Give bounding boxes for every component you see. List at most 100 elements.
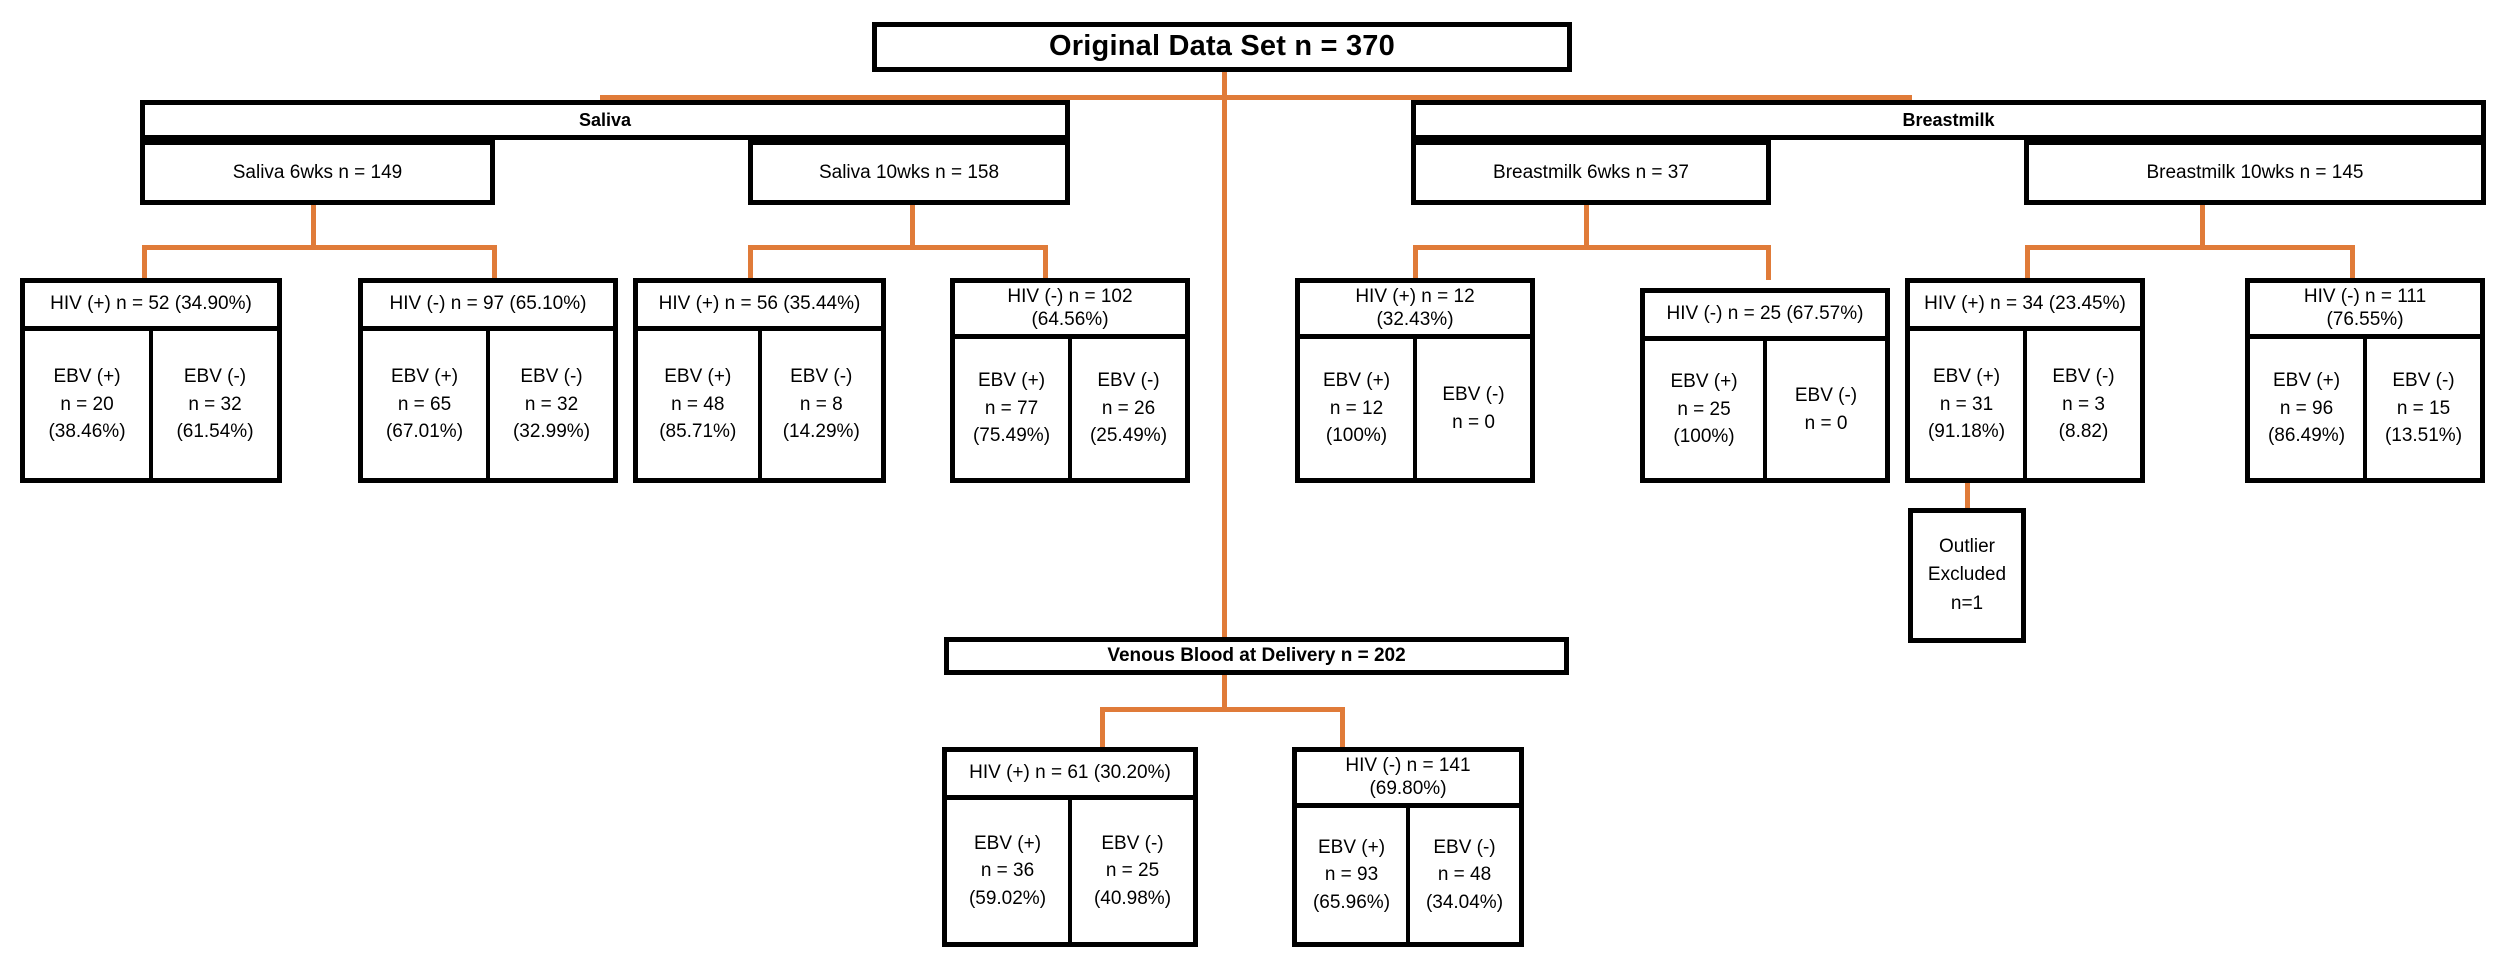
subbox-saliva-6wks-label: Saliva 6wks n = 149 xyxy=(232,161,403,183)
ebv-count: n = 26 xyxy=(1101,397,1156,419)
ebv-count: n = 36 xyxy=(980,860,1035,882)
ebv-label: EBV (-) xyxy=(520,366,583,388)
subbox-saliva-10wks-label: Saliva 10wks n = 158 xyxy=(818,161,1000,183)
connector-bm6-bar xyxy=(1413,245,1771,250)
connector-bm6-left xyxy=(1413,245,1418,280)
cluster-header: HIV (+) n = 56 (35.44%) xyxy=(638,283,881,331)
subbox-breastmilk-10wks[interactable]: Breastmilk 10wks n = 145 xyxy=(2024,140,2486,205)
ebv-count: n = 93 xyxy=(1324,864,1379,886)
cluster-venous-hiv-pos[interactable]: HIV (+) n = 61 (30.20%) EBV (+) n = 36 (… xyxy=(942,747,1198,947)
ebv-positive-cell: EBV (+) n = 77 (75.49%) xyxy=(955,339,1068,478)
ebv-negative-cell: EBV (-) n = 32 (32.99%) xyxy=(486,331,613,478)
ebv-percent: (38.46%) xyxy=(48,421,126,443)
cluster-saliva-6wks-hiv-pos[interactable]: HIV (+) n = 52 (34.90%) EBV (+) n = 20 (… xyxy=(20,278,282,483)
connector-venous-right xyxy=(1340,707,1345,747)
cluster-saliva-10wks-hiv-neg[interactable]: HIV (-) n = 102 (64.56%) EBV (+) n = 77 … xyxy=(950,278,1190,483)
ebv-percent: (65.96%) xyxy=(1312,891,1391,913)
outlier-line3: n=1 xyxy=(1950,592,1984,614)
cluster-breastmilk-10wks-hiv-pos[interactable]: HIV (+) n = 34 (23.45%) EBV (+) n = 31 (… xyxy=(1905,278,2145,483)
subbox-saliva-6wks[interactable]: Saliva 6wks n = 149 xyxy=(140,140,495,205)
connector-saliva10-stem xyxy=(910,203,915,245)
cluster-venous-hiv-neg[interactable]: HIV (-) n = 141 (69.80%) EBV (+) n = 93 … xyxy=(1292,747,1524,947)
connector-saliva6-left xyxy=(142,245,147,280)
ebv-label: EBV (+) xyxy=(53,366,121,388)
ebv-label: EBV (-) xyxy=(1433,836,1496,858)
cluster-body: EBV (+) n = 25 (100%) EBV (-) n = 0 xyxy=(1645,341,1885,478)
ebv-positive-cell: EBV (+) n = 12 (100%) xyxy=(1300,339,1413,478)
cluster-header: HIV (+) n = 12 (32.43%) xyxy=(1300,283,1530,339)
cluster-body: EBV (+) n = 96 (86.49%) EBV (-) n = 15 (… xyxy=(2250,339,2480,478)
ebv-percent: (32.99%) xyxy=(512,421,591,443)
ebv-positive-cell: EBV (+) n = 25 (100%) xyxy=(1645,341,1763,478)
subbox-saliva-10wks[interactable]: Saliva 10wks n = 158 xyxy=(748,140,1070,205)
ebv-label: EBV (-) xyxy=(790,366,853,388)
cluster-breastmilk-6wks-hiv-pos[interactable]: HIV (+) n = 12 (32.43%) EBV (+) n = 12 (… xyxy=(1295,278,1535,483)
ebv-count: n = 77 xyxy=(984,397,1039,419)
ebv-percent: (59.02%) xyxy=(968,887,1047,909)
ebv-label: EBV (+) xyxy=(1932,366,2001,388)
ebv-negative-cell: EBV (-) n = 15 (13.51%) xyxy=(2363,339,2480,478)
group-saliva-title[interactable]: Saliva xyxy=(140,100,1070,140)
ebv-positive-cell: EBV (+) n = 93 (65.96%) xyxy=(1297,808,1406,942)
ebv-positive-cell: EBV (+) n = 36 (59.02%) xyxy=(947,800,1068,942)
ebv-label: EBV (+) xyxy=(664,366,732,388)
cluster-header-line2: (69.80%) xyxy=(1369,777,1447,799)
cluster-header-line2: (76.55%) xyxy=(2326,308,2404,330)
connector-venous-bar xyxy=(1100,707,1345,712)
cluster-saliva-6wks-hiv-neg[interactable]: HIV (-) n = 97 (65.10%) EBV (+) n = 65 (… xyxy=(358,278,618,483)
connector-bm10-stem xyxy=(2200,203,2205,245)
ebv-label: EBV (-) xyxy=(1101,832,1164,854)
ebv-negative-cell: EBV (-) n = 26 (25.49%) xyxy=(1068,339,1185,478)
ebv-percent: (13.51%) xyxy=(2384,425,2463,447)
venous-blood-label: Venous Blood at Delivery n = 202 xyxy=(1107,644,1406,666)
cluster-header: HIV (-) n = 97 (65.10%) xyxy=(363,283,613,331)
cluster-header-line1: HIV (+) n = 34 (23.45%) xyxy=(1924,293,2126,315)
ebv-count: n = 48 xyxy=(1437,864,1492,886)
group-breastmilk-label: Breastmilk xyxy=(1902,109,1995,130)
connector-venous-left xyxy=(1100,707,1105,747)
cluster-body: EBV (+) n = 48 (85.71%) EBV (-) n = 8 (1… xyxy=(638,331,881,478)
ebv-count: n = 20 xyxy=(60,393,114,415)
ebv-negative-cell: EBV (-) n = 0 xyxy=(1413,339,1530,478)
cluster-header-line1: HIV (-) n = 111 xyxy=(2303,285,2427,307)
group-breastmilk: Breastmilk xyxy=(1411,100,2486,140)
ebv-label: EBV (+) xyxy=(390,366,459,388)
ebv-count: n = 25 xyxy=(1105,860,1160,882)
ebv-negative-cell: EBV (-) n = 3 (8.82) xyxy=(2023,331,2140,478)
subbox-breastmilk-6wks-label: Breastmilk 6wks n = 37 xyxy=(1493,161,1689,183)
connector-saliva6-bar xyxy=(142,245,497,250)
connector-saliva6-right xyxy=(492,245,497,280)
outlier-excluded-box[interactable]: Outlier Excluded n=1 xyxy=(1908,508,2026,643)
cluster-header: HIV (+) n = 61 (30.20%) xyxy=(947,752,1193,800)
cluster-breastmilk-6wks-hiv-neg[interactable]: HIV (-) n = 25 (67.57%) EBV (+) n = 25 (… xyxy=(1640,288,1890,483)
connector-saliva10-left xyxy=(748,245,753,280)
ebv-label: EBV (-) xyxy=(2392,370,2455,392)
group-breastmilk-title[interactable]: Breastmilk xyxy=(1411,100,2486,140)
connector-bm6-right xyxy=(1766,245,1771,280)
cluster-header-line1: HIV (+) n = 61 (30.20%) xyxy=(969,762,1171,784)
ebv-percent: (100%) xyxy=(1673,426,1735,448)
cluster-body: EBV (+) n = 36 (59.02%) EBV (-) n = 25 (… xyxy=(947,800,1193,942)
ebv-label: EBV (-) xyxy=(1442,383,1505,405)
ebv-negative-cell: EBV (-) n = 25 (40.98%) xyxy=(1068,800,1193,942)
connector-bm10-right xyxy=(2350,245,2355,280)
ebv-percent: (40.98%) xyxy=(1093,887,1172,909)
ebv-count: n = 8 xyxy=(799,393,843,415)
connector-saliva6-stem xyxy=(311,203,316,245)
ebv-negative-cell: EBV (-) n = 0 xyxy=(1763,341,1885,478)
venous-blood-box[interactable]: Venous Blood at Delivery n = 202 xyxy=(944,637,1569,675)
subbox-breastmilk-6wks[interactable]: Breastmilk 6wks n = 37 xyxy=(1411,140,1771,205)
ebv-percent: (14.29%) xyxy=(782,421,860,443)
connector-trunk-venous xyxy=(1222,70,1227,637)
connector-to-outlier xyxy=(1965,482,1970,510)
root-box[interactable]: Original Data Set n = 370 xyxy=(872,22,1572,72)
cluster-saliva-10wks-hiv-pos[interactable]: HIV (+) n = 56 (35.44%) EBV (+) n = 48 (… xyxy=(633,278,886,483)
ebv-label: EBV (-) xyxy=(1097,370,1160,392)
ebv-count: n = 0 xyxy=(1452,411,1495,433)
cluster-header-line2: (32.43%) xyxy=(1376,308,1454,330)
ebv-percent: (61.54%) xyxy=(176,421,254,443)
cluster-breastmilk-10wks-hiv-neg[interactable]: HIV (-) n = 111 (76.55%) EBV (+) n = 96 … xyxy=(2245,278,2485,483)
connector-root-bar xyxy=(600,95,1912,100)
cluster-header-line1: HIV (+) n = 52 (34.90%) xyxy=(50,293,252,315)
ebv-count: n = 96 xyxy=(2279,397,2334,419)
